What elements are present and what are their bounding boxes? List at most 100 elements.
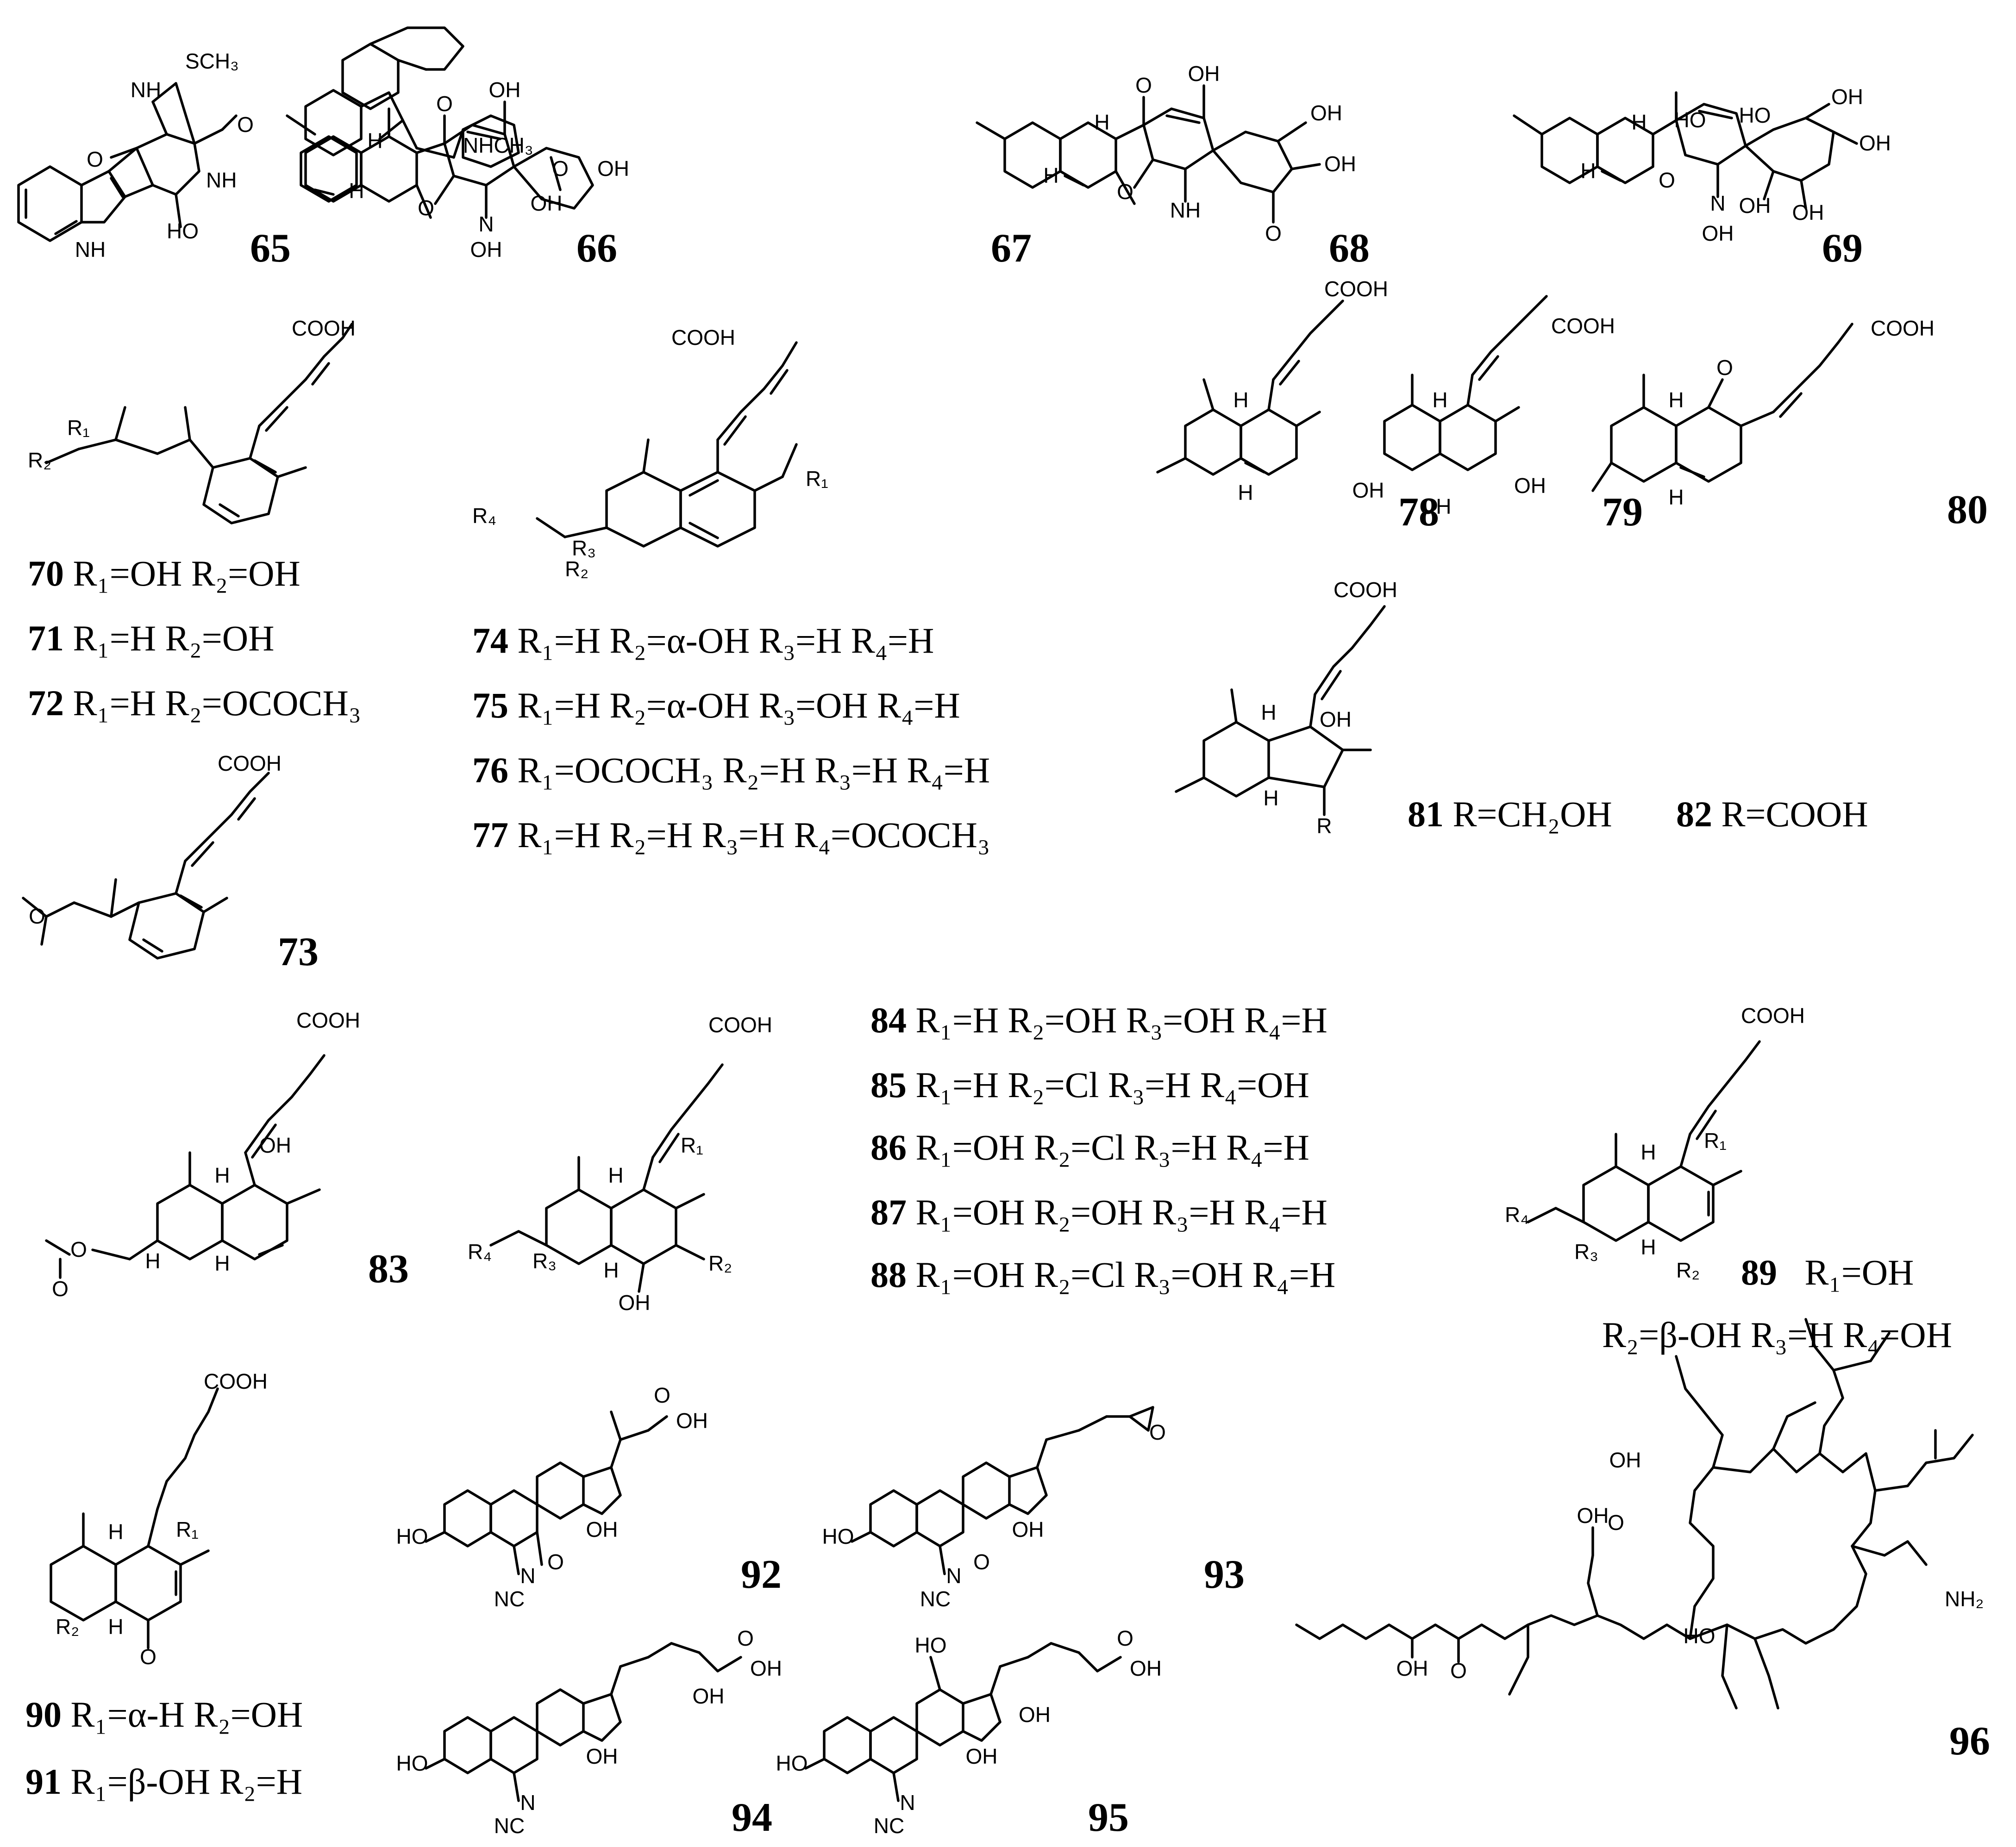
atom-label-nh: NH xyxy=(131,78,161,102)
atom-label-o: O xyxy=(418,196,434,220)
atom-label-oh: OH xyxy=(1831,85,1863,109)
legend-89: 89 R₁=OH xyxy=(1741,1254,1914,1291)
atom-label-r3: R₃ xyxy=(1574,1240,1598,1264)
legend-87: 87 R₁=OH R₂=OH R₃=H R₄=H xyxy=(870,1194,1327,1230)
atom-label-cooh: COOH xyxy=(708,1013,772,1037)
atom-label-oh: OH xyxy=(1577,1504,1609,1528)
atom-label-r3: R₃ xyxy=(572,536,596,560)
legend-72: 72 R₁=H R₂=OCOCH₃ xyxy=(28,685,361,721)
legend-text: R=COOH xyxy=(1721,794,1868,834)
atom-label-cooh: COOH xyxy=(671,325,735,349)
atom-label-h: H xyxy=(1263,786,1278,810)
structure-84-88: COOH R₁ R₂ R₃ R₄ OH H H xyxy=(468,1013,772,1315)
atom-label-o: O xyxy=(1117,180,1133,204)
structure-92: OH O HO OH N O NC xyxy=(396,1383,708,1611)
atom-label-r4: R₄ xyxy=(472,504,496,528)
legend-91: 91 R₁=β-OH R₂=H xyxy=(25,1764,302,1800)
legend-86: 86 R₁=OH R₂=Cl R₃=H R₄=H xyxy=(870,1129,1309,1166)
legend-76: 76 R₁=OCOCH₃ R₂=H R₃=H R₄=H xyxy=(472,752,990,788)
atom-label-oh: OH xyxy=(531,191,563,215)
legend-number: 72 xyxy=(28,683,64,723)
atom-label-nh: NH xyxy=(206,168,237,192)
atom-label-r3: R₃ xyxy=(532,1249,557,1273)
atom-label-o: O xyxy=(654,1383,670,1407)
atom-label-h: H xyxy=(1631,110,1647,134)
atom-label-oh: OH xyxy=(1130,1656,1162,1680)
atom-label-o: O xyxy=(552,156,569,181)
atom-label-cooh: COOH xyxy=(204,1369,268,1393)
atom-label-o: O xyxy=(1117,1626,1133,1650)
atom-label-o: O xyxy=(547,1550,564,1574)
atom-label-h: H xyxy=(1233,388,1248,412)
atom-label-cooh: COOH xyxy=(1741,1004,1805,1028)
atom-label-r2: R₂ xyxy=(1676,1258,1700,1282)
atom-label-nh: NH xyxy=(1170,198,1201,222)
legend-number: 88 xyxy=(870,1254,907,1295)
atom-label-o: O xyxy=(140,1645,157,1669)
atom-label-ho: HO xyxy=(167,219,199,243)
legend-number: 85 xyxy=(870,1065,907,1105)
legend-number: 70 xyxy=(28,553,64,593)
atom-label-h: H xyxy=(145,1249,160,1273)
atom-label-ho: HO xyxy=(1674,108,1706,132)
atom-label-oh: OH xyxy=(676,1409,708,1433)
atom-label-cooh: COOH xyxy=(1334,578,1397,602)
legend-text: R=CH₂OH xyxy=(1453,794,1612,834)
legend-74: 74 R₁=H R₂=α-OH R₃=H R₄=H xyxy=(472,623,934,659)
legend-text: R₁=H R₂=α-OH R₃=OH R₄=H xyxy=(517,685,960,725)
structure-74-77: COOH R₁ R₄ R₃ R₂ xyxy=(472,325,828,581)
atom-label-oh: OH xyxy=(1702,221,1734,245)
atom-label-r2: R₂ xyxy=(56,1615,79,1639)
legend-77: 77 R₁=H R₂=H R₃=H R₄=OCOCH₃ xyxy=(472,817,990,853)
structure-96: OH O NH₂ OH OH HO O xyxy=(1295,1318,1984,1710)
atom-label-r1: R₁ xyxy=(67,416,90,440)
atom-label-oh: OH xyxy=(1514,474,1546,498)
atom-label-nh2: NH₂ xyxy=(1945,1587,1984,1611)
legend-number: 77 xyxy=(472,815,508,855)
atom-label-r1: R₁ xyxy=(176,1517,199,1541)
atom-label-h: H xyxy=(367,129,382,153)
atom-label-h: H xyxy=(108,1520,123,1544)
structure-90-91: COOH R₁ R₂ O H H xyxy=(50,1369,268,1669)
legend-number: 71 xyxy=(28,618,64,658)
atom-label-o: O xyxy=(1149,1420,1166,1444)
atom-label-oh: OH xyxy=(1019,1703,1051,1727)
legend-text: R₁=H R₂=Cl R₃=H R₄=OH xyxy=(915,1065,1309,1105)
structure-73: COOH O xyxy=(22,751,282,960)
atom-label-h: H xyxy=(1580,159,1596,183)
atom-label-nc: NC xyxy=(494,1587,525,1611)
atom-label-o: O xyxy=(1716,356,1733,380)
legend-text: R₁=OH R₂=Cl R₃=H R₄=H xyxy=(915,1127,1309,1167)
legend-84: 84 R₁=H R₂=OH R₃=OH R₄=H xyxy=(870,1002,1327,1038)
atom-label-r4: R₄ xyxy=(1505,1203,1529,1227)
atom-label-oh: OH xyxy=(1420,494,1452,518)
atom-label-nc: NC xyxy=(874,1814,904,1838)
atom-label-h: H xyxy=(1238,480,1253,505)
atom-label-ho: HO xyxy=(776,1751,808,1775)
atom-label-h: H xyxy=(1432,388,1447,412)
atom-label-nc: NC xyxy=(494,1814,525,1838)
atom-label-ho: HO xyxy=(396,1524,428,1548)
atom-label-n: N xyxy=(900,1791,915,1815)
atom-label-oh: OH xyxy=(1859,131,1891,155)
atom-label-ho: HO xyxy=(915,1633,947,1657)
atom-label-oh: OH xyxy=(470,237,502,262)
compound-number-66: 66 xyxy=(576,226,617,271)
legend-number: 89 xyxy=(1741,1252,1777,1292)
atom-label-h: H xyxy=(214,1251,230,1275)
atom-label-h: H xyxy=(214,1163,230,1187)
legend-number: 86 xyxy=(870,1127,907,1167)
atom-label-h: H xyxy=(108,1615,123,1639)
atom-label-oh: OH xyxy=(693,1684,725,1708)
atom-label-n: N xyxy=(1710,191,1725,215)
atom-label-o: O xyxy=(1608,1510,1624,1535)
atom-label-o: O xyxy=(1265,221,1282,245)
atom-label-oh: OH xyxy=(1012,1517,1044,1541)
legend-number: 91 xyxy=(25,1761,62,1802)
atom-label-h: H xyxy=(1043,163,1058,187)
legend-71: 71 R₁=H R₂=OH xyxy=(28,620,274,656)
atom-label-oh: OH xyxy=(586,1517,618,1541)
atom-label-oh: OH xyxy=(1352,478,1384,502)
atom-label-cooh: COOH xyxy=(296,1008,360,1032)
legend-70: 70 R₁=OH R₂=OH xyxy=(28,555,301,592)
